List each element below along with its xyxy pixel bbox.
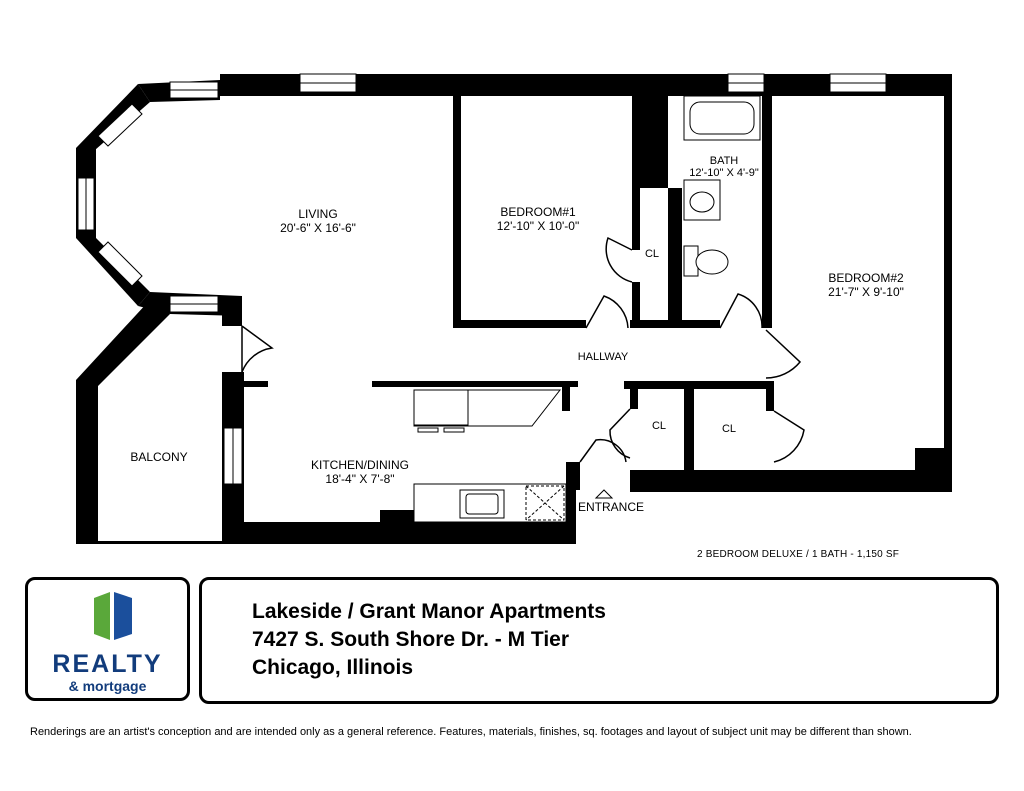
realty-logo-icon xyxy=(94,592,132,640)
floor-plan: LIVING 20'-6" X 16'-6" BEDROOM#1 12'-10"… xyxy=(76,73,952,544)
property-info-panel: Lakeside / Grant Manor Apartments 7427 S… xyxy=(199,577,999,704)
bath-label: BATH xyxy=(710,155,739,167)
bedroom2-label: BEDROOM#2 xyxy=(828,271,904,285)
bedroom1-dims: 12'-10" X 10'-0" xyxy=(497,219,579,233)
property-city: Chicago, Illinois xyxy=(252,656,414,679)
living-label: LIVING xyxy=(298,207,337,221)
hallway-label: HALLWAY xyxy=(578,351,629,363)
bath-dims: 12'-10" X 4'-9" xyxy=(689,167,759,179)
fixtures xyxy=(413,95,761,523)
walls xyxy=(76,74,952,544)
logo-panel: REALTY & mortgage xyxy=(25,577,190,701)
unit-summary: 2 BEDROOM DELUXE / 1 BATH - 1,150 SF xyxy=(697,549,900,560)
room-labels: LIVING 20'-6" X 16'-6" BEDROOM#1 12'-10"… xyxy=(130,155,904,514)
entrance-label: ENTRANCE xyxy=(578,500,644,514)
entrance-arrow-icon xyxy=(594,489,614,499)
kitchen-label: KITCHEN/DINING xyxy=(311,458,409,472)
doors xyxy=(241,236,805,463)
kitchen-dims: 18'-4" X 7'-8" xyxy=(325,472,394,486)
property-address: 7427 S. South Shore Dr. - M Tier xyxy=(252,628,570,651)
balcony-label: BALCONY xyxy=(130,450,187,464)
property-name: Lakeside / Grant Manor Apartments xyxy=(252,600,606,623)
logo-sub: & mortgage xyxy=(68,678,147,694)
closet1-label: CL xyxy=(645,248,659,260)
bedroom1-label: BEDROOM#1 xyxy=(500,205,576,219)
logo-name: REALTY xyxy=(52,650,163,678)
living-dims: 20'-6" X 16'-6" xyxy=(280,221,356,235)
disclaimer: Renderings are an artist's conception an… xyxy=(30,726,912,738)
bedroom2-dims: 21'-7" X 9'-10" xyxy=(828,285,904,299)
closet3-label: CL xyxy=(722,423,736,435)
closet2-label: CL xyxy=(652,420,666,432)
windows xyxy=(77,73,887,485)
